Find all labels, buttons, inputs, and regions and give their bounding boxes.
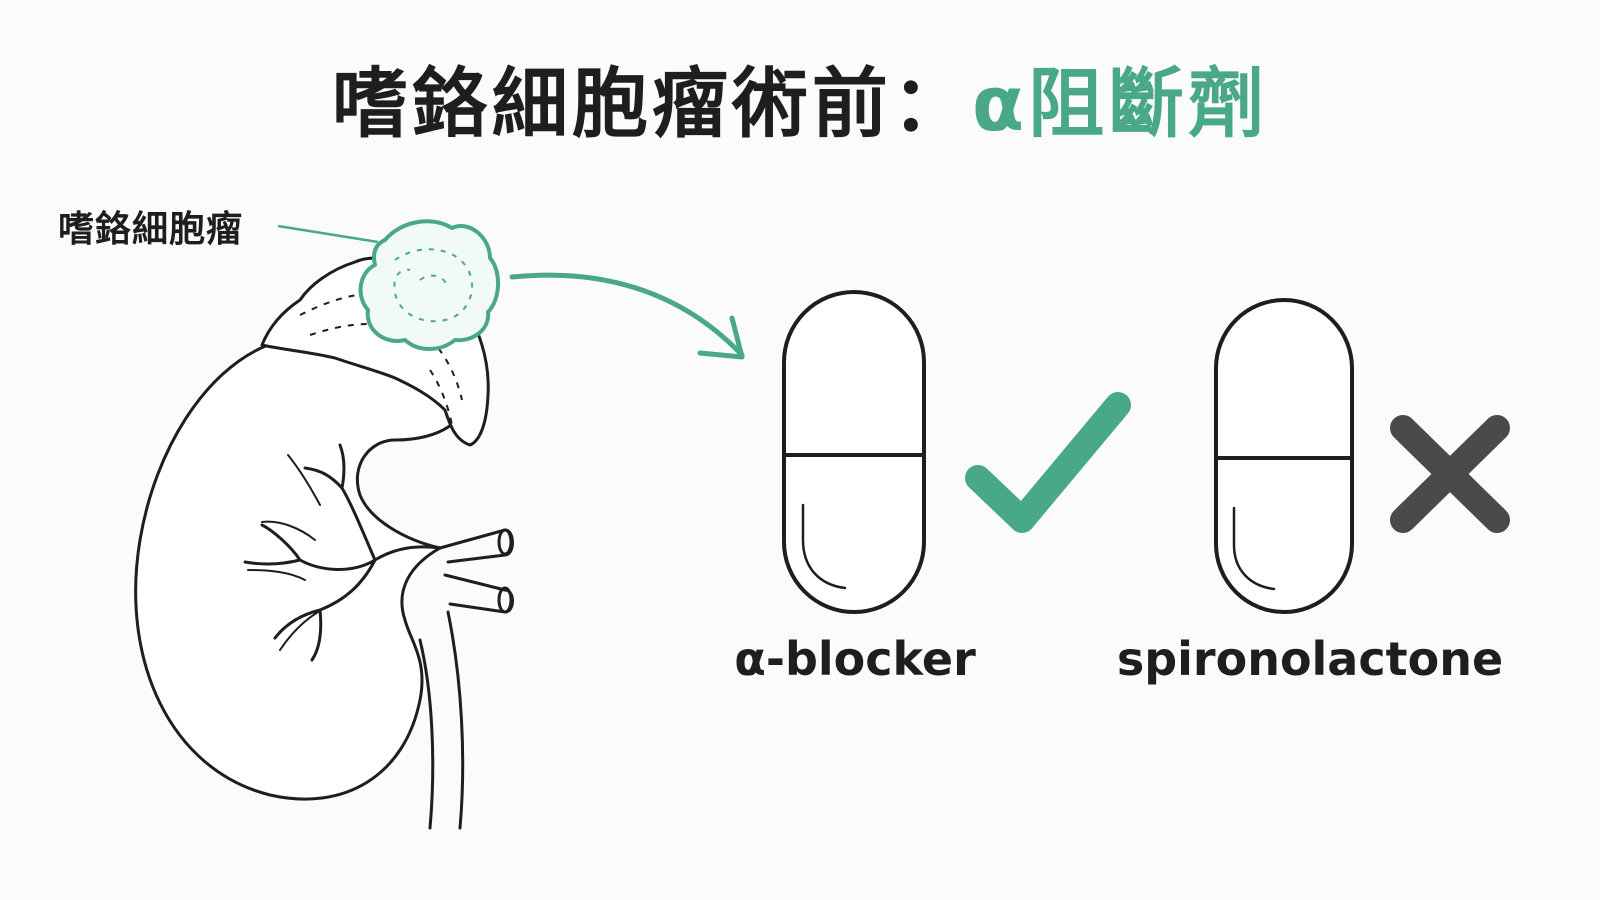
renal-vessels (438, 528, 514, 614)
check-icon (965, 392, 1131, 533)
title-accent: α阻斷劑 (971, 59, 1269, 148)
arrow-shaft (509, 272, 745, 358)
renal-calyx-lines (247, 454, 321, 651)
ureter (418, 610, 465, 830)
renal-pelvis (243, 443, 442, 662)
title-main: 嗜鉻細胞瘤術前： (331, 59, 972, 148)
capsule-icon (1214, 298, 1354, 614)
capsule-spiro-highlight (1232, 506, 1276, 591)
kidney-illustration (134, 335, 514, 830)
page-title: 嗜鉻細胞瘤術前：α阻斷劑 (0, 42, 1600, 152)
capsule-icon (782, 290, 926, 614)
tumor-leader-line (277, 224, 379, 244)
curved-arrow-icon (509, 272, 745, 360)
arrow-head (697, 315, 745, 360)
capsule-alpha-highlight (801, 503, 847, 590)
drug-label-alpha-blocker: α-blocker (734, 632, 976, 686)
tumor-illustration (358, 219, 500, 351)
tumor-outline (358, 219, 500, 351)
drug-label-spironolactone: spironolactone (1116, 632, 1504, 686)
kidney-outline (134, 335, 465, 801)
cross-stroke-2 (1390, 415, 1510, 533)
cross-icon (1390, 415, 1510, 533)
tumor-texture (393, 248, 474, 323)
tumor-label: 嗜鉻細胞瘤 (58, 209, 244, 250)
vessel-opening-top (497, 528, 513, 556)
capsule-alpha-body (782, 290, 926, 614)
vessel-opening-bottom (497, 586, 513, 614)
